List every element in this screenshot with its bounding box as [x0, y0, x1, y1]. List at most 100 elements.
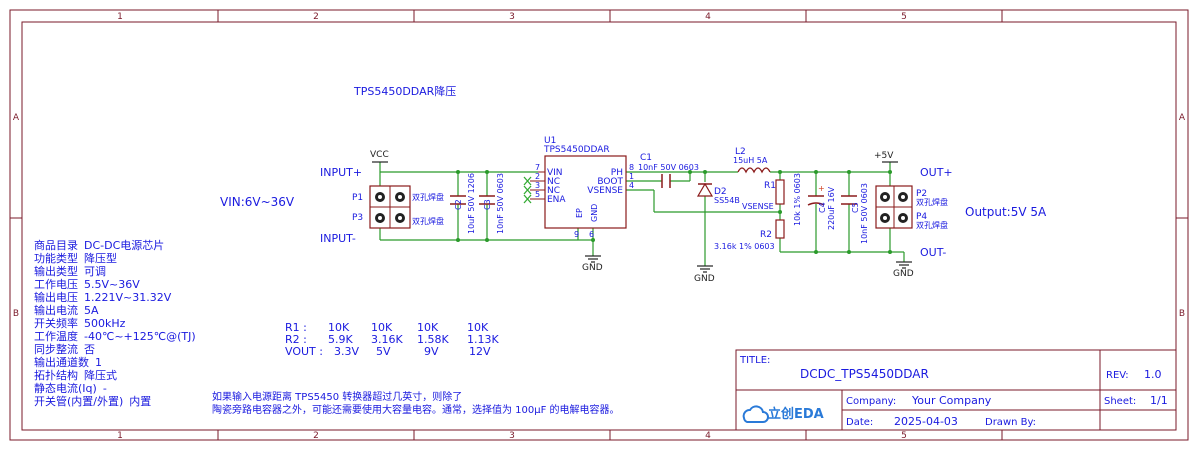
row-label-right: A	[1179, 113, 1186, 123]
title-label: TITLE:	[739, 355, 770, 366]
u1-pin-num: 3	[535, 181, 540, 190]
note-line: 如果输入电源距离 TPS5450 转换器超过几英寸，则除了	[212, 390, 462, 403]
u1-pin-num: 4	[629, 181, 634, 190]
spec-row: 开关管(内置/外置)内置	[34, 394, 151, 408]
net-gnd-d2: GND	[694, 274, 715, 284]
p4-label: 双孔焊盘	[916, 220, 948, 230]
capacitor-c3	[479, 195, 495, 205]
c5-value: 10nF 50V 0603	[860, 183, 869, 244]
col-label-top: 3	[509, 12, 515, 22]
c4-ref: C4	[818, 202, 827, 213]
table-row-label: VOUT :	[285, 345, 323, 358]
c4-value: 220uF 16V	[827, 186, 836, 230]
u1-pin-num: 2	[535, 172, 540, 181]
spec-row: 工作温度-40℃~+125℃@(TJ)	[34, 329, 196, 343]
note-line: 陶瓷旁路电容器之外，可能还需要使用大容量电容。通常，选择值为 100µF 的电解…	[212, 403, 620, 416]
u1-ref: U1	[544, 136, 556, 146]
rev-label: REV:	[1106, 370, 1129, 381]
table-cell: 10K	[417, 321, 439, 334]
col-label-bottom: 4	[705, 431, 711, 441]
u1-pin-name: GND	[590, 204, 599, 222]
r1-value: 10k 1% 0603	[793, 173, 802, 226]
net-vcc: VCC	[370, 150, 389, 160]
vin-label: VIN:6V~36V	[220, 195, 295, 209]
connector-p2-p4	[875, 185, 913, 229]
p3-label: 双孔焊盘	[412, 216, 444, 226]
table-cell: 1.58K	[417, 333, 449, 346]
net-plus5v: +5V	[874, 151, 894, 161]
date-label: Date:	[846, 417, 873, 428]
u1-pin-num: 9	[574, 230, 579, 239]
connector-p1-p3	[369, 185, 411, 229]
u1-pin-name: VIN	[547, 168, 563, 178]
gnd-symbol-d2	[697, 265, 713, 273]
capacitor-c1	[661, 174, 671, 188]
inner-border	[21, 21, 1177, 431]
c2-ref: C2	[454, 199, 463, 210]
lceda-logo: 立创EDA	[742, 405, 824, 423]
logo-text: 立创EDA	[768, 406, 824, 422]
company-value: Your Company	[911, 394, 992, 407]
d2-value: SS54B	[714, 196, 740, 205]
row-label-right: B	[1179, 309, 1185, 319]
u1-pin-name: VSENSE	[587, 186, 623, 196]
r2-ref: R2	[760, 230, 772, 240]
c4-polarity-mark: +	[818, 184, 825, 193]
table-cell: 3.16K	[371, 333, 403, 346]
rev-value: 1.0	[1144, 368, 1162, 381]
vsense-net-label: VSENSE	[742, 202, 774, 211]
u1-pin-name: NC	[547, 177, 560, 187]
u1-pin-name: NC	[547, 186, 560, 196]
diode-d2	[696, 182, 714, 197]
p1-label: 双孔焊盘	[412, 192, 444, 202]
out-minus-label: OUT-	[920, 246, 946, 259]
u1-pin-num: 1	[629, 172, 634, 181]
column-labels: 1 2 3 4 5 1 2 3 4 5 A B A B	[13, 12, 1186, 441]
spec-row: 同步整流否	[34, 342, 95, 356]
d2-ref: D2	[714, 187, 727, 197]
u1-pin-num: 5	[535, 190, 540, 199]
capacitor-c2	[450, 195, 466, 205]
table-cell: 9V	[424, 345, 439, 358]
title-value: DCDC_TPS5450DDAR	[800, 367, 929, 381]
drawn-by-label: Drawn By:	[985, 417, 1036, 428]
column-ticks	[10, 10, 1188, 440]
c1-value: 10nF 50V 0603	[638, 163, 699, 172]
resistor-r1	[775, 179, 785, 205]
table-cell: 3.3V	[334, 345, 359, 358]
capacitor-c5	[841, 195, 857, 205]
table-cell: 1.13K	[467, 333, 499, 346]
c5-ref: C5	[851, 202, 860, 213]
date-value: 2025-04-03	[894, 415, 958, 428]
row-label-left: B	[13, 309, 19, 319]
table-cell: 10K	[467, 321, 489, 334]
inductor-l2	[737, 167, 771, 174]
p4-ref: P4	[916, 212, 927, 222]
col-label-bottom: 5	[901, 431, 907, 441]
circuit-title: TPS5450DDAR降压	[353, 84, 456, 98]
gnd-symbol-out	[896, 261, 912, 269]
capacitor-c4	[807, 195, 825, 206]
spec-row: 静态电流(Iq)-	[34, 381, 107, 395]
table-row-label: R1 :	[285, 321, 307, 334]
ic-u1	[530, 155, 627, 229]
gnd-symbol-u1	[585, 255, 601, 263]
r2-value: 3.16k 1% 0603	[714, 242, 775, 251]
out-plus-label: OUT+	[920, 166, 953, 179]
u1-pin-name: BOOT	[597, 177, 623, 187]
c2-value: 10uF 50V 1206	[467, 173, 476, 234]
spec-row: 输出类型可调	[34, 264, 106, 278]
u1-pin-num: 7	[535, 163, 540, 172]
col-label-top: 2	[313, 12, 319, 22]
resistor-table: R1 : 10K 10K 10K 10K R2 : 5.9K 3.16K 1.5…	[285, 321, 499, 358]
output-label: Output:5V 5A	[965, 205, 1047, 219]
u1-pin-num: 8	[629, 163, 634, 172]
sheet-label: Sheet:	[1104, 396, 1136, 407]
title-block	[735, 349, 1177, 431]
col-label-bottom: 1	[117, 431, 123, 441]
